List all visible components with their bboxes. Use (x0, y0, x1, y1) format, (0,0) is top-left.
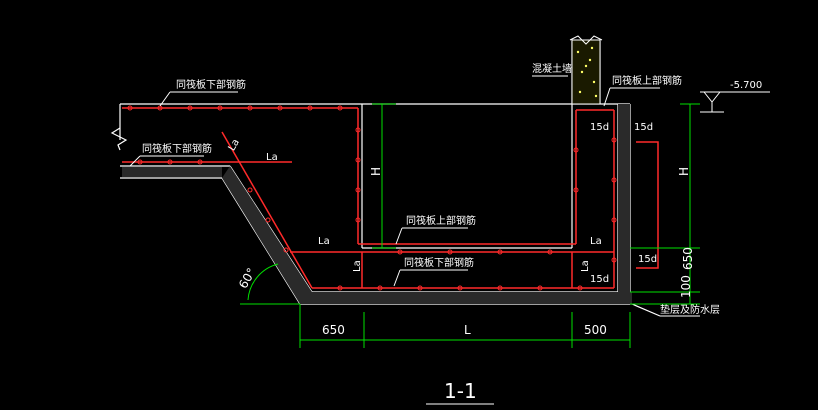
right-cushion-fill (618, 104, 630, 294)
slope-fill (222, 166, 312, 304)
label-15d-top: 15d (590, 122, 609, 133)
rebar (122, 107, 659, 289)
label-h-right: H (677, 167, 691, 176)
cushion-leader (631, 303, 661, 317)
annotations: 同筏板下部钢筋 同筏板下部钢筋 同筏板上部钢筋 同筏板下部钢筋 混凝土墙 同筏板… (142, 62, 762, 403)
label-top-slab-bar: 同筏板下部钢筋 (176, 78, 246, 91)
concrete-wall (569, 35, 603, 105)
label-100: 100 (679, 275, 693, 298)
label-h-left: H (369, 167, 383, 176)
label-pit-top-bar: 同筏板上部钢筋 (406, 214, 476, 227)
label-pit-bottom-bar: 同筏板下部钢筋 (404, 256, 474, 269)
label-15d-bottom: 15d (590, 274, 609, 285)
label-500: 500 (584, 323, 607, 337)
label-la-pit-right: La (590, 236, 602, 247)
elevation-triangle (703, 91, 721, 103)
label-elevation: -5.700 (730, 80, 762, 91)
label-la-pit-left: La (318, 236, 330, 247)
rebar-slope (221, 131, 313, 289)
label-la-slab: La (266, 152, 278, 163)
slab-cushion-fill (122, 167, 222, 177)
leaders (129, 75, 770, 405)
section-title: 1-1 (444, 379, 477, 403)
label-cushion: 垫层及防水层 (660, 303, 720, 316)
label-wall: 混凝土墙 (532, 62, 572, 75)
rebar-15d-bracket (636, 141, 659, 269)
dimensions (240, 103, 700, 348)
label-angle: 60° (236, 266, 259, 291)
label-15d-bottom-right: 15d (638, 254, 657, 265)
label-la-vertical: La (352, 260, 363, 272)
angle-arc (247, 263, 279, 301)
label-la-bottom-right: La (580, 260, 591, 272)
label-la-slope: La (227, 137, 242, 153)
wall-break (569, 35, 603, 45)
break-line (110, 127, 128, 151)
concrete-hatch (122, 104, 632, 304)
label-wall-top-bar: 同筏板上部钢筋 (612, 74, 682, 87)
bottom-cushion-fill (300, 292, 632, 304)
rebar-dots (127, 105, 617, 291)
label-15d-top-right: 15d (634, 122, 653, 133)
wall-body (571, 39, 601, 105)
label-L: L (464, 323, 471, 337)
label-650-bottom: 650 (322, 323, 345, 337)
label-slab-bottom-bar: 同筏板下部钢筋 (142, 142, 212, 155)
label-650-right: 650 (681, 247, 695, 270)
